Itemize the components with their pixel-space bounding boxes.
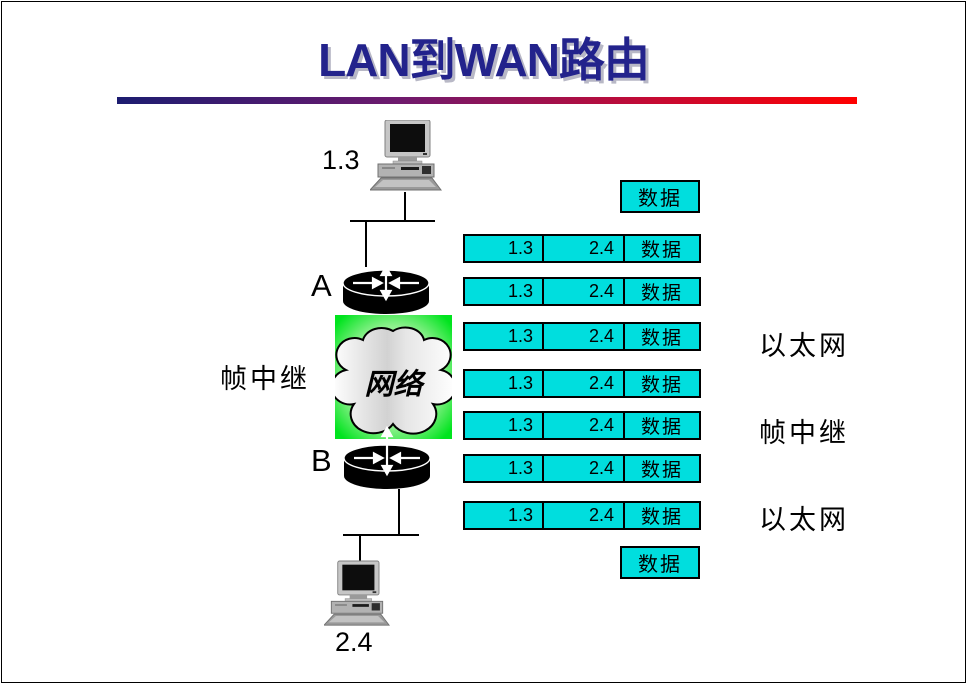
- frame-relay-left-label: 帧中继: [220, 364, 310, 394]
- segment-label-ethernet-top: 以太网: [759, 331, 849, 361]
- ethernet-bus-top: [350, 220, 435, 222]
- segment-label-ethernet-bottom: 以太网: [759, 505, 849, 535]
- router-b-label: B: [311, 443, 332, 478]
- frame-dst: 2.4: [544, 279, 625, 304]
- frame-src: 1.3: [465, 413, 544, 438]
- frame-src: 1.3: [465, 236, 544, 261]
- router-a-label: A: [311, 268, 332, 303]
- link-line: [398, 489, 400, 535]
- cloud-icon: [330, 326, 457, 435]
- router-a-icon: [342, 264, 430, 314]
- frame-dst: 2.4: [544, 456, 625, 481]
- frame-row: 1.3 2.4 数据: [463, 501, 701, 530]
- frame-dst: 2.4: [544, 371, 625, 396]
- frame-payload: 数据: [640, 240, 683, 261]
- segment-label-frame-relay: 帧中继: [759, 418, 849, 448]
- link-line: [404, 192, 406, 221]
- frame-src: 1.3: [465, 279, 544, 304]
- frame-row: 1.3 2.4 数据: [463, 234, 701, 263]
- computer-icon: [324, 560, 390, 626]
- frame-dst: 2.4: [544, 413, 625, 438]
- title-rule: [117, 97, 857, 104]
- page-title: LAN到WAN路由: [318, 34, 650, 86]
- link-line: [359, 535, 361, 562]
- frame-payload: 数据: [640, 417, 683, 438]
- cloud-label: 网络: [364, 369, 423, 401]
- frame-payload: 数据: [640, 375, 683, 396]
- frame-src: 1.3: [465, 503, 544, 528]
- frame-row: 1.3 2.4 数据: [463, 369, 701, 398]
- frame-src: 1.3: [465, 456, 544, 481]
- frame-row: 1.3 2.4 数据: [463, 411, 701, 440]
- ethernet-bus-bottom: [343, 534, 419, 536]
- frame-src: 1.3: [465, 371, 544, 396]
- frame-data-only: 数据: [620, 180, 700, 213]
- frame-dst: 2.4: [544, 324, 625, 349]
- frame-row: 1.3 2.4 数据: [463, 454, 701, 483]
- host-top-address-label: 1.3: [322, 145, 360, 175]
- frame-src: 1.3: [465, 324, 544, 349]
- router-b-icon: [343, 425, 431, 489]
- frame-dst: 2.4: [544, 236, 625, 261]
- wan-network-box: 网络: [330, 315, 457, 439]
- frame-payload: 数据: [640, 507, 683, 528]
- link-line: [365, 221, 367, 267]
- computer-icon: [370, 120, 442, 191]
- frame-payload: 数据: [640, 283, 683, 304]
- host-bottom-address-label: 2.4: [335, 627, 373, 657]
- frame-dst: 2.4: [544, 503, 625, 528]
- frame-payload: 数据: [640, 328, 683, 349]
- frame-row: 1.3 2.4 数据: [463, 277, 701, 306]
- frame-payload: 数据: [640, 460, 683, 481]
- frame-data-only: 数据: [620, 546, 700, 579]
- frame-row: 1.3 2.4 数据: [463, 322, 701, 351]
